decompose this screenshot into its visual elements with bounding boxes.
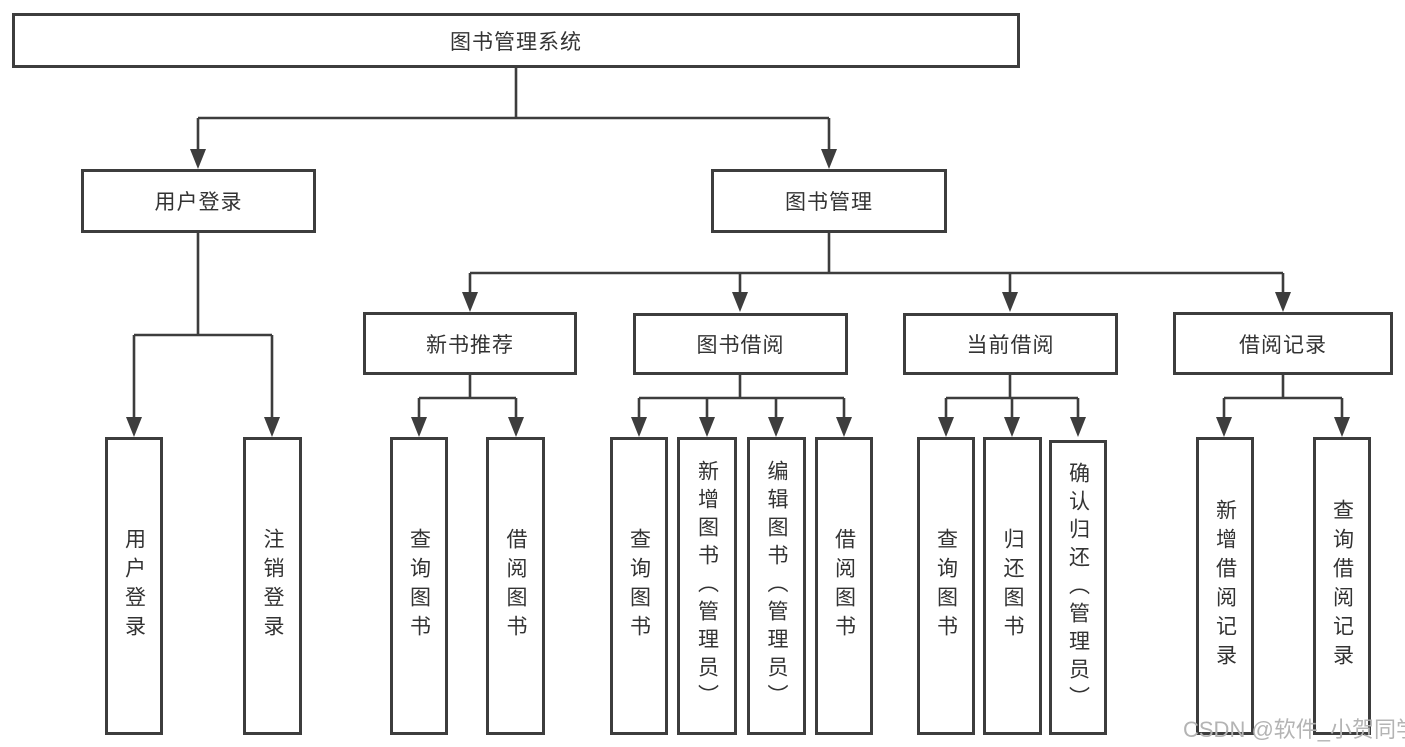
node-label: 借阅图书 (832, 528, 856, 644)
leaf-edit-books-admin: 编辑图书（管理员） (747, 437, 806, 735)
leaf-query-books-2: 查询图书 (610, 437, 668, 735)
node-label: 查询图书 (407, 528, 431, 644)
arrow-borrowmenu (732, 292, 748, 312)
node-book-management: 图书管理 (711, 169, 947, 233)
leaf-add-books-admin: 新增图书（管理员） (677, 437, 737, 735)
node-label: 归还图书 (1001, 528, 1024, 644)
node-label: 编辑图书（管理员） (765, 460, 788, 712)
node-label: 图书借阅 (696, 334, 785, 357)
arrow-leaf-br2 (1334, 417, 1350, 437)
node-book-borrowing: 图书借阅 (633, 313, 848, 375)
node-label: 查询借阅记录 (1330, 499, 1354, 673)
arrow-recordsmenu (1275, 292, 1291, 312)
arrow-leaf-bb3 (768, 417, 784, 437)
node-label: 用户登录 (122, 528, 146, 644)
node-label: 查询图书 (934, 528, 958, 644)
node-label: 查询图书 (627, 528, 651, 644)
leaf-query-borrow-record: 查询借阅记录 (1313, 437, 1371, 735)
node-borrowing-records: 借阅记录 (1173, 312, 1393, 375)
arrow-leaf-bb2 (699, 417, 715, 437)
node-label: 借阅图书 (504, 528, 527, 644)
node-new-book-recommend: 新书推荐 (363, 312, 577, 375)
arrow-currentmenu (1002, 292, 1018, 312)
node-current-borrowing: 当前借阅 (903, 313, 1118, 375)
arrow-leaf-logout (264, 417, 280, 437)
arrow-book-mgmt (821, 149, 837, 169)
arrow-leaf-br1 (1216, 417, 1232, 437)
node-label: 用户登录 (154, 191, 243, 214)
csdn-watermark: CSDN @软件_小贺同学 (1183, 717, 1405, 742)
node-label: 新书推荐 (426, 333, 514, 357)
node-label: 新增图书（管理员） (695, 460, 719, 712)
leaf-borrow-books-2: 借阅图书 (815, 437, 873, 735)
arrow-leaf-nb1 (411, 417, 427, 437)
arrow-user-login (190, 149, 206, 169)
leaf-return-books: 归还图书 (983, 437, 1042, 735)
node-label: 新增借阅记录 (1213, 499, 1237, 673)
arrow-leaf-login (126, 417, 142, 437)
leaf-logout: 注销登录 (243, 437, 302, 735)
leaf-confirm-return-admin: 确认归还（管理员） (1049, 440, 1107, 735)
leaf-query-books-1: 查询图书 (390, 437, 448, 735)
node-label: 借阅记录 (1239, 333, 1327, 357)
arrow-leaf-bb4 (836, 417, 852, 437)
arrow-leaf-cb3 (1070, 417, 1086, 437)
node-label: 图书管理 (785, 191, 873, 214)
node-label: 注销登录 (261, 528, 284, 644)
node-label: 当前借阅 (966, 334, 1055, 357)
arrow-newbook (462, 292, 478, 312)
node-label: 图书管理系统 (450, 30, 582, 54)
leaf-user-login: 用户登录 (105, 437, 163, 735)
leaf-borrow-books-1: 借阅图书 (486, 437, 545, 735)
node-user-login: 用户登录 (81, 169, 316, 233)
leaf-query-books-3: 查询图书 (917, 437, 975, 735)
node-label: 确认归还（管理员） (1066, 461, 1090, 714)
arrow-leaf-bb1 (631, 417, 647, 437)
arrow-leaf-cb2 (1004, 417, 1020, 437)
arrow-leaf-nb2 (508, 417, 524, 437)
node-library-system: 图书管理系统 (12, 13, 1020, 68)
leaf-add-borrow-record: 新增借阅记录 (1196, 437, 1254, 735)
arrow-leaf-cb1 (938, 417, 954, 437)
